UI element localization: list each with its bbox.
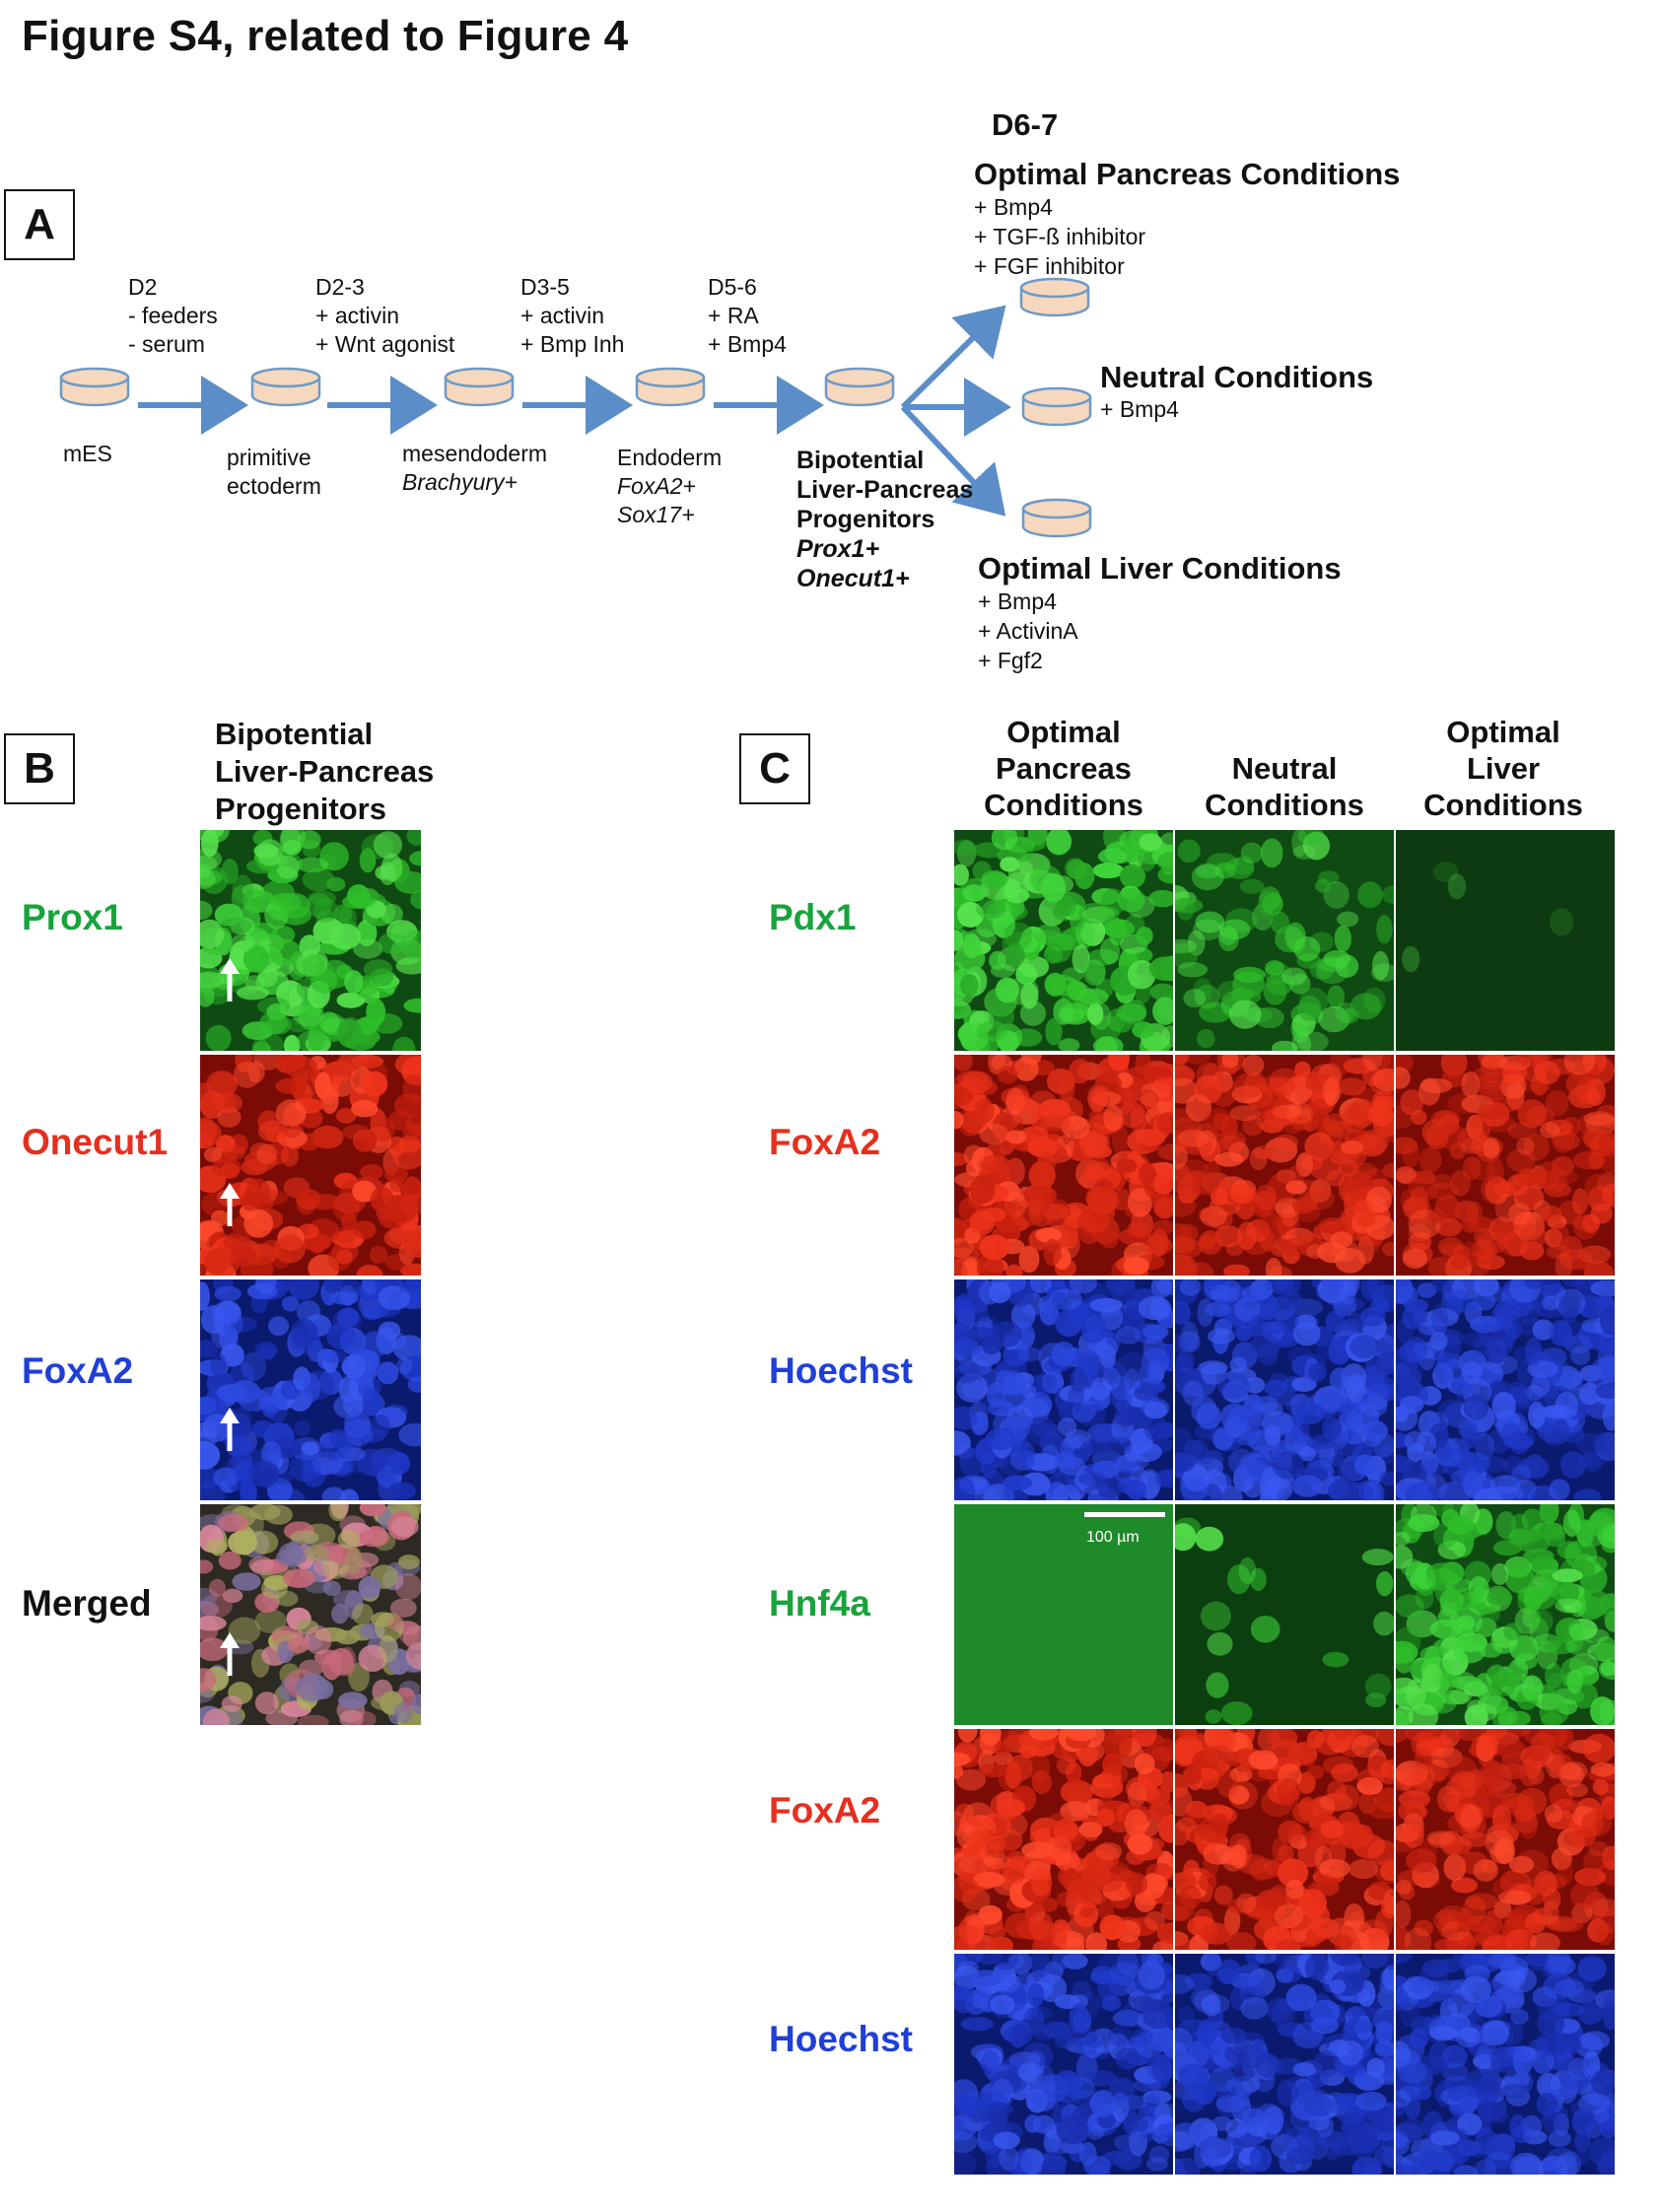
panel-c-letter: C — [739, 733, 810, 804]
panel-c-column-header: Optimal Pancreas Conditions — [984, 715, 1143, 822]
culture-dish-icon — [635, 367, 706, 407]
figure-title: Figure S4, related to Figure 4 — [22, 12, 629, 60]
stage-condition-d3-5: D3-5 + activin + Bmp Inh — [520, 274, 625, 357]
panel-c-row-label: Pdx1 — [769, 897, 857, 937]
micrograph-green — [954, 1504, 1173, 1725]
panel-c-row-label: FoxA2 — [769, 1122, 881, 1162]
panel-b-row-label: FoxA2 — [22, 1350, 134, 1391]
scale-bar-label: 100 µm — [1086, 1529, 1140, 1546]
micrograph-green — [1175, 830, 1394, 1051]
micrograph-green — [954, 830, 1173, 1051]
micrograph-red — [1396, 1055, 1615, 1276]
panel-c-row-label: Hoechst — [769, 1350, 913, 1391]
arrow-marker-icon — [220, 958, 240, 1002]
micrograph-red — [954, 1055, 1173, 1276]
panel-c-row-label: Hnf4a — [769, 1583, 870, 1624]
micrograph-blue — [200, 1279, 421, 1500]
final-day-label: D6-7 — [992, 107, 1059, 142]
culture-dish-icon — [250, 367, 321, 407]
micrograph-green — [1175, 1504, 1394, 1725]
branch-neutral: Neutral Conditions + Bmp4 — [1100, 360, 1374, 422]
micrograph-red — [200, 1055, 421, 1276]
micrograph-red — [1396, 1729, 1615, 1950]
branch-pancreas: Optimal Pancreas Conditions + Bmp4 + TGF… — [974, 157, 1401, 279]
panel-a-arrows — [138, 305, 1011, 517]
branch-liver: Optimal Liver Conditions + Bmp4 + Activi… — [978, 551, 1342, 673]
culture-dish-icon — [824, 367, 895, 407]
panel-c-row-label: FoxA2 — [769, 1790, 881, 1831]
micrograph-blue — [1396, 1279, 1615, 1500]
panel-c-row-label: Hoechst — [769, 2019, 913, 2059]
micrograph-green — [1396, 1504, 1615, 1725]
micrograph-merged — [200, 1504, 421, 1725]
cell-type-primitive-ectoderm: primitive ectoderm — [227, 445, 321, 499]
micrograph-red — [1175, 1055, 1394, 1276]
panel-c-column-header: Neutral Conditions — [1205, 751, 1364, 822]
branch-arrow-liver — [900, 404, 1006, 517]
micrograph-red — [954, 1729, 1173, 1950]
arrow-marker-icon — [220, 1632, 240, 1676]
panel-b-row-label: Onecut1 — [22, 1122, 169, 1162]
arrow-marker-icon — [220, 1183, 240, 1226]
micrograph-green — [200, 830, 421, 1051]
micrograph-green — [1396, 830, 1615, 1051]
branch-arrow-pancreas — [900, 305, 1006, 410]
micrograph-blue — [1175, 1279, 1394, 1500]
culture-dish-icon — [59, 367, 130, 407]
culture-dish-icon — [1019, 277, 1090, 317]
stage-condition-d2-3: D2-3 + activin + Wnt agonist — [315, 274, 455, 357]
cell-type-bipotential-progenitors: Bipotential Liver-Pancreas Progenitors P… — [796, 447, 974, 592]
cell-type-endoderm: Endoderm FoxA2+ Sox17+ — [617, 445, 723, 527]
culture-dish-icon — [1021, 386, 1092, 427]
culture-dish-icon — [1021, 498, 1092, 538]
cell-type-mes: mES — [63, 441, 112, 466]
micrograph-blue — [1175, 1954, 1394, 2175]
stage-condition-d2: D2 - feeders - serum — [128, 274, 218, 357]
cell-type-mesendoderm: mesendoderm Brachyury+ — [402, 441, 548, 495]
micrograph-blue — [954, 1279, 1173, 1500]
panel-b-letter: B — [4, 733, 75, 804]
arrow-marker-icon — [220, 1408, 240, 1451]
panel-b-column-header: Bipotential Liver-Pancreas Progenitors — [215, 717, 435, 826]
panel-b-row-label: Prox1 — [22, 897, 123, 937]
culture-dish-icon — [444, 367, 515, 407]
scale-bar: 100 µm — [1084, 1512, 1165, 1547]
panel-a-letter: A — [4, 189, 75, 260]
micrograph-red — [1175, 1729, 1394, 1950]
stage-condition-d5-6: D5-6 + RA + Bmp4 — [708, 274, 787, 357]
micrograph-blue — [1396, 1954, 1615, 2175]
micrograph-blue — [954, 1954, 1173, 2175]
panel-b-row-label: Merged — [22, 1583, 152, 1624]
panel-c-column-header: Optimal Liver Conditions — [1423, 715, 1583, 822]
